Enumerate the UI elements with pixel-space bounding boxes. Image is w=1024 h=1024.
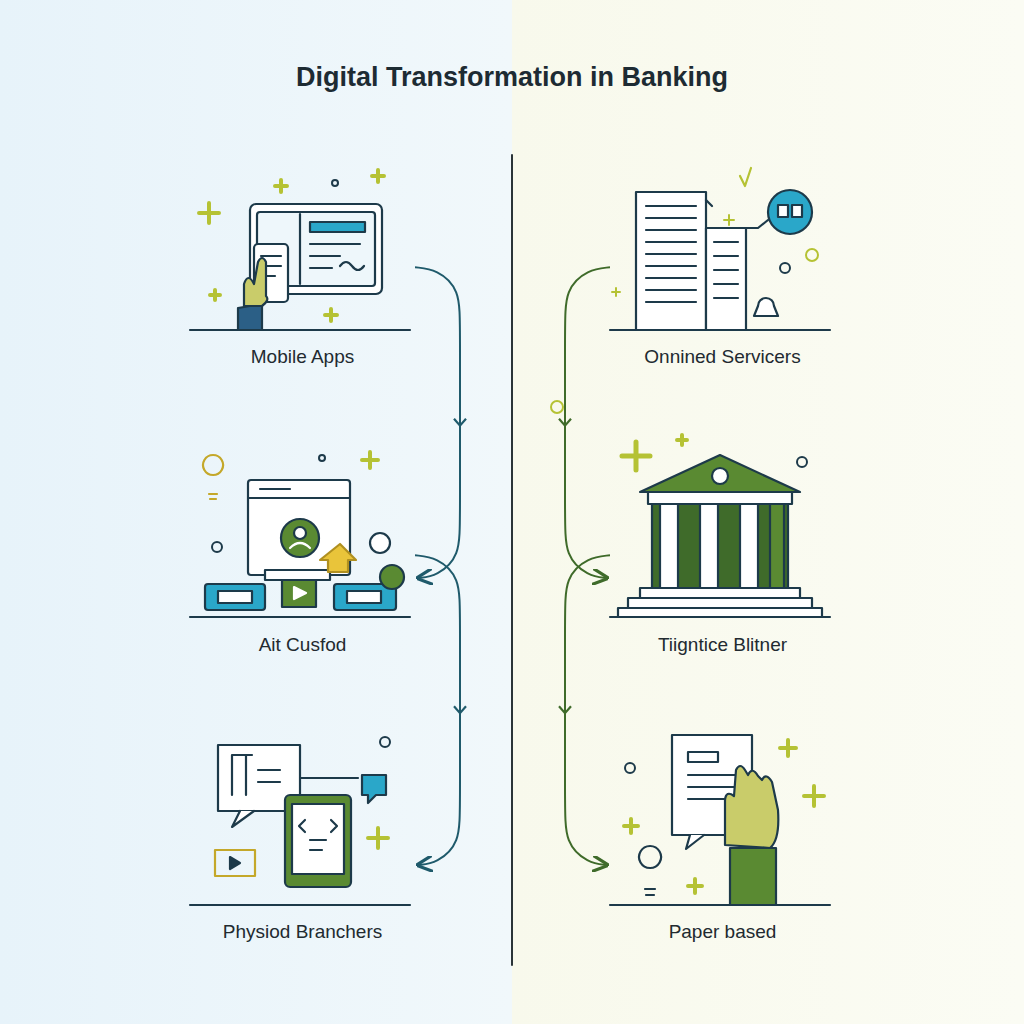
item-label: Onnined Servicers [610,345,835,369]
illustrated-item: Tiigntice Blitner [610,458,835,665]
flow-chevron [454,419,466,426]
item-label: Ait Cusfod [190,633,415,657]
illustrated-item: Mobile Apps [190,170,415,377]
flow-chevron [559,706,571,713]
flow-arrow [565,267,610,578]
item-label: Paper based [610,920,835,944]
diagram-title: Digital Transformation in Banking [0,62,1024,93]
illustrated-item: Onnined Servicers [610,170,835,377]
flow-arrow [415,267,460,578]
item-label: Mobile Apps [190,345,415,369]
flow-chevron [559,419,571,426]
illustrated-item: Paper based [610,745,835,952]
item-label: Tiigntice Blitner [610,633,835,657]
flow-arrow [565,555,610,865]
flow-chevron [454,706,466,713]
illustrated-item: Physiod Branchers [190,745,415,952]
illustrated-item: Ait Cusfod [190,458,415,665]
flow-arrow [415,555,460,865]
item-label: Physiod Branchers [190,920,415,944]
